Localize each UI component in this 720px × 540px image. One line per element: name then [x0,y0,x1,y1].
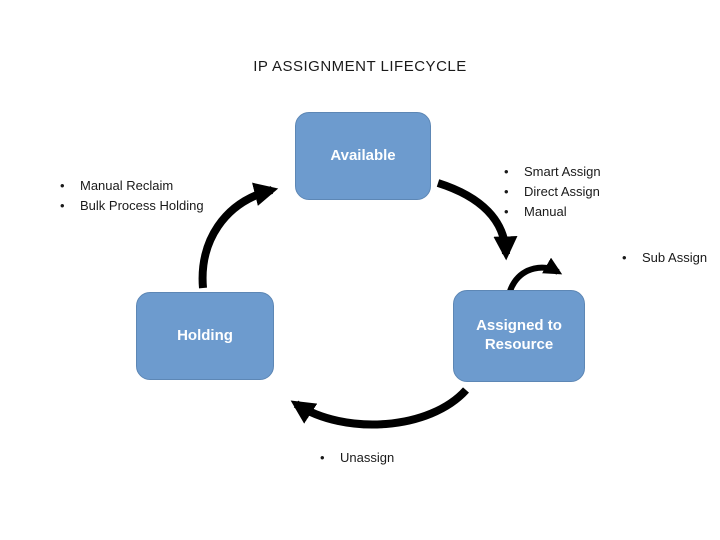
sub-assign-label: Sub Assign [618,248,707,268]
list-item: Bulk Process Holding [56,196,204,216]
node-available-label: Available [330,146,396,164]
node-holding: Holding [136,292,274,380]
node-assigned-to-resource: Assigned to Resource [453,290,585,382]
page-title: IP ASSIGNMENT LIFECYCLE [253,58,467,75]
list-item: Unassign [316,448,394,468]
list-item: Manual [500,202,601,222]
node-assigned-label: Assigned to Resource [476,317,562,353]
list-item: Direct Assign [500,182,601,202]
list-item: Sub Assign [618,248,707,268]
arrow-available-to-assigned [436,179,518,261]
arrow-assigned-to-holding [290,387,469,429]
list-item: Manual Reclaim [56,176,204,196]
arrow-holding-to-available [198,182,279,289]
node-available: Available [295,112,431,200]
list-item: Smart Assign [500,162,601,182]
unassign-label: Unassign [316,448,394,468]
assign-methods-list: Smart Assign Direct Assign Manual [500,162,601,222]
reclaim-list: Manual Reclaim Bulk Process Holding [56,176,204,216]
node-holding-label: Holding [177,326,233,344]
